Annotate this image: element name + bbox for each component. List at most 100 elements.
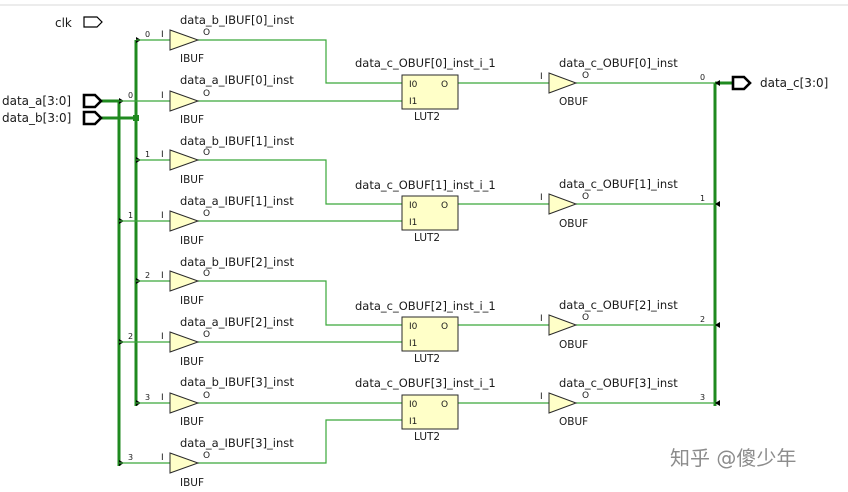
port-data-c[interactable]: data_c[3:0] — [731, 75, 828, 91]
pin-label: I1 — [409, 97, 417, 107]
pin-label: O — [203, 269, 210, 279]
pin-label: O — [203, 451, 210, 461]
obuf-inst-name: data_c_OBUF[0]_inst — [559, 56, 678, 70]
ibuf-inst-name: data_b_IBUF[1]_inst — [180, 134, 295, 148]
pin-label: I — [161, 211, 164, 221]
port-data-a-label: data_a[3:0] — [2, 94, 71, 108]
pin-label: I1 — [409, 218, 417, 228]
pin-label: I — [161, 453, 164, 463]
bus-index: 2 — [145, 271, 150, 280]
lut-inst-name: data_c_OBUF[1]_inst_i_1 — [355, 178, 496, 192]
bus-index: 0 — [128, 91, 133, 100]
ibuf-inst-name: data_a_IBUF[0]_inst — [180, 73, 294, 87]
pin-label: O — [203, 148, 210, 158]
pin-label: O — [582, 192, 589, 202]
port-data-b[interactable]: data_b[3:0] — [2, 110, 103, 126]
ibuf-data-b-2[interactable]: data_b_IBUF[2]_inst 2 I O IBUF — [145, 255, 295, 307]
pin-label: I — [161, 30, 164, 40]
bus-index: 3 — [128, 453, 133, 462]
ibuf-data-a-3[interactable]: data_a_IBUF[3]_inst 3 I O IBUF — [128, 436, 294, 489]
bus-index: 1 — [145, 150, 150, 159]
ibuf-data-b-3[interactable]: data_b_IBUF[3]_inst 3 I O IBUF — [145, 375, 295, 428]
ibuf-data-b-0[interactable]: data_b_IBUF[0]_inst 0 I O IBUF — [145, 13, 295, 65]
cell-type: IBUF — [180, 174, 204, 186]
cell-type: IBUF — [180, 295, 204, 307]
lut-inst-name: data_c_OBUF[2]_inst_i_1 — [355, 299, 496, 313]
ibuf-data-a-2[interactable]: data_a_IBUF[2]_inst 2 I O IBUF — [128, 315, 294, 368]
lut2-0[interactable]: data_c_OBUF[0]_inst_i_1 I0 I1 O LUT2 — [355, 56, 496, 123]
pin-label: I — [161, 393, 164, 403]
pin-label: I0 — [409, 400, 418, 410]
cell-type: IBUF — [180, 356, 204, 368]
bus-index: 1 — [700, 194, 705, 203]
cell-type: IBUF — [180, 53, 204, 65]
pin-label: I0 — [409, 80, 418, 90]
port-data-b-label: data_b[3:0] — [2, 111, 71, 125]
ibuf-inst-name: data_b_IBUF[0]_inst — [180, 13, 295, 27]
obuf-data-c-3[interactable]: data_c_OBUF[3]_inst I O OBUF 3 — [540, 376, 705, 428]
pin-label: I — [540, 392, 543, 402]
port-data-a[interactable]: data_a[3:0] — [2, 93, 103, 109]
bus-index: 0 — [700, 73, 705, 82]
pin-label: O — [441, 400, 448, 410]
pin-label: O — [441, 322, 448, 332]
bus-index: 2 — [128, 332, 133, 341]
pin-label: O — [203, 28, 210, 38]
pin-label: I — [540, 314, 543, 324]
lut-inst-name: data_c_OBUF[3]_inst_i_1 — [355, 376, 496, 390]
cell-type: LUT2 — [414, 353, 440, 365]
cell-type: LUT2 — [414, 431, 440, 443]
cell-type: IBUF — [180, 114, 204, 126]
ibuf-data-a-1[interactable]: data_a_IBUF[1]_inst 1 I O IBUF — [128, 194, 294, 247]
pin-label: O — [582, 313, 589, 323]
bus-index: 3 — [700, 393, 705, 402]
pin-label: O — [441, 80, 448, 90]
bus-index: 2 — [700, 315, 705, 324]
lut2-1[interactable]: data_c_OBUF[1]_inst_i_1 I0 I1 O LUT2 — [355, 178, 496, 244]
ibuf-inst-name: data_a_IBUF[1]_inst — [180, 194, 294, 208]
pin-label: I — [540, 193, 543, 203]
bus-index: 0 — [145, 30, 150, 39]
cell-type: LUT2 — [414, 111, 440, 123]
cell-type: OBUF — [559, 416, 588, 428]
pin-label: I0 — [409, 322, 418, 332]
pin-label: O — [582, 391, 589, 401]
pin-label: O — [441, 201, 448, 211]
cell-type: IBUF — [180, 477, 204, 489]
ibuf-inst-name: data_a_IBUF[3]_inst — [180, 436, 294, 450]
ibuf-inst-name: data_b_IBUF[2]_inst — [180, 255, 295, 269]
port-clk[interactable]: clk — [55, 16, 103, 30]
pin-label: I1 — [409, 339, 417, 349]
pin-label: O — [203, 89, 210, 99]
ibuf-data-b-1[interactable]: data_b_IBUF[1]_inst 1 I O IBUF — [145, 134, 295, 186]
obuf-inst-name: data_c_OBUF[2]_inst — [559, 298, 678, 312]
bus-index: 3 — [145, 393, 150, 402]
pin-label: O — [203, 330, 210, 340]
pin-label: I1 — [409, 417, 417, 427]
cell-type: OBUF — [559, 96, 588, 108]
pin-label: I0 — [409, 201, 418, 211]
pin-label: O — [203, 209, 210, 219]
cell-type: IBUF — [180, 416, 204, 428]
ibuf-inst-name: data_a_IBUF[2]_inst — [180, 315, 294, 329]
lut2-2[interactable]: data_c_OBUF[2]_inst_i_1 I0 I1 O LUT2 — [355, 299, 496, 365]
obuf-data-c-0[interactable]: data_c_OBUF[0]_inst I O OBUF 0 — [540, 56, 705, 108]
cell-type: IBUF — [180, 235, 204, 247]
ibuf-data-a-0[interactable]: data_a_IBUF[0]_inst 0 I O IBUF — [128, 73, 294, 126]
bus-index: 1 — [128, 211, 133, 220]
obuf-inst-name: data_c_OBUF[3]_inst — [559, 376, 678, 390]
cell-type: OBUF — [559, 218, 588, 230]
obuf-inst-name: data_c_OBUF[1]_inst — [559, 177, 678, 191]
lut2-3[interactable]: data_c_OBUF[3]_inst_i_1 I0 I1 O LUT2 — [355, 376, 496, 443]
port-clk-label: clk — [55, 16, 72, 30]
lut-inst-name: data_c_OBUF[0]_inst_i_1 — [355, 56, 496, 70]
pin-label: I — [161, 91, 164, 101]
pin-label: I — [161, 271, 164, 281]
obuf-data-c-1[interactable]: data_c_OBUF[1]_inst I O OBUF 1 — [540, 177, 705, 230]
pin-label: O — [203, 391, 210, 401]
watermark-text: 知乎 @傻少年 — [670, 446, 796, 470]
obuf-data-c-2[interactable]: data_c_OBUF[2]_inst I O OBUF 2 — [540, 298, 705, 351]
cell-type: OBUF — [559, 339, 588, 351]
port-data-c-label: data_c[3:0] — [760, 76, 828, 90]
